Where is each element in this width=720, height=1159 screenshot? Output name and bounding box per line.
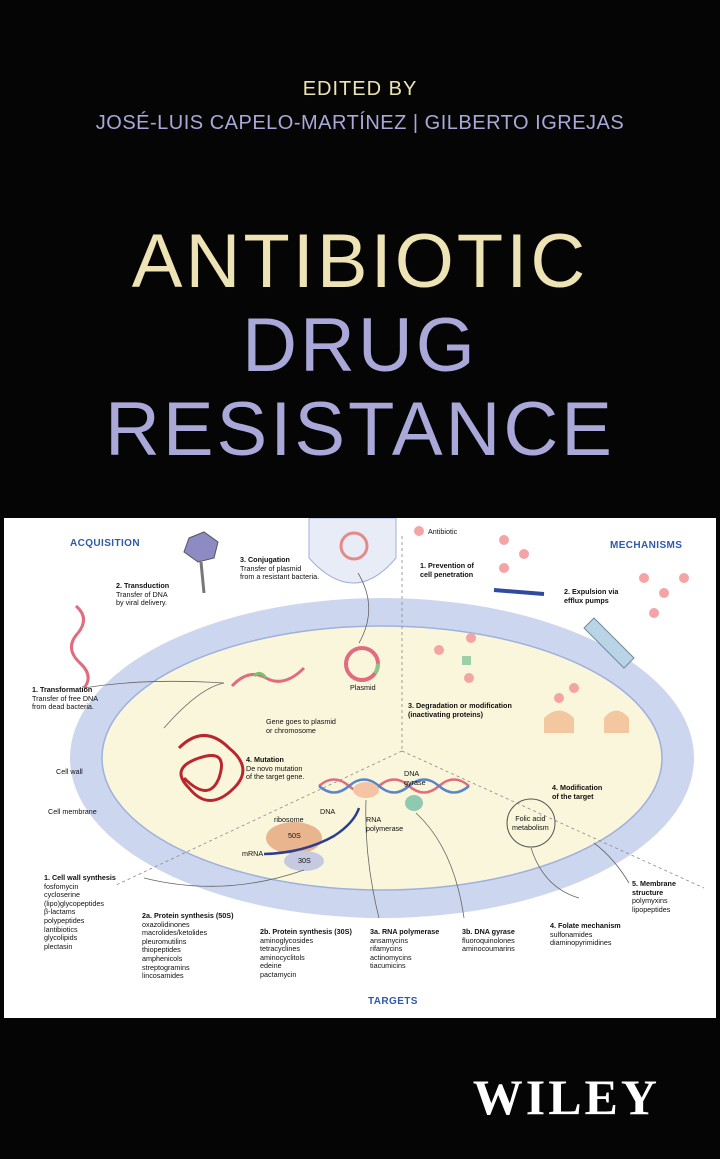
- editors-names: JOSÉ-LUIS CAPELO-MARTÍNEZ | GILBERTO IGR…: [95, 112, 625, 134]
- free-dna-icon: [70, 604, 90, 689]
- donor-plasmid: [339, 531, 369, 561]
- gene-note-label: Gene goes to plasmid or chromosome: [266, 717, 336, 735]
- antibiotic-dot: [499, 535, 509, 545]
- divider-line: [113, 750, 403, 887]
- target-modification-icon: [544, 710, 574, 733]
- mechanisms-header: MECHANISMS: [610, 540, 683, 551]
- cell-membrane-label: Cell membrane: [48, 807, 97, 816]
- divider-line: [401, 750, 705, 889]
- dna-helix: [318, 778, 470, 794]
- rna-polymerase-label: RNA polymerase: [366, 815, 404, 833]
- edited-by-label: EDITED BY: [302, 78, 418, 100]
- title-line-1: ANTIBIOTIC: [131, 219, 589, 304]
- expulsion-label: 2. Expulsion via efflux pumps: [564, 587, 619, 605]
- target-protein-30s: 2b. Protein synthesis (30S)aminoglycosid…: [260, 927, 352, 979]
- dna-label: DNA: [320, 807, 336, 816]
- bacterium-illustration: [70, 518, 705, 919]
- membrane-block: [493, 588, 545, 596]
- antibiotic-legend: Antibiotic: [428, 527, 458, 536]
- mrna-label: mRNA: [242, 849, 264, 858]
- donor-bacterium: [308, 518, 397, 584]
- dna-gyrase-label: DNA gyrase: [404, 769, 426, 787]
- plasmid-label: Plasmid: [350, 683, 376, 692]
- target-protein-50s: 2a. Protein synthesis (50S)oxazolidinone…: [142, 911, 234, 981]
- prevention-label: 1. Prevention of cell penetration: [420, 561, 474, 579]
- cell-wall-label: Cell wall: [56, 767, 83, 776]
- modification-label: 4. Modification of the target: [552, 783, 603, 801]
- chromosome-tangle: [177, 734, 245, 802]
- title-line-3: RESISTANCE: [104, 387, 615, 472]
- acquisition-header: ACQUISITION: [70, 538, 140, 549]
- folic-acid-label: Folic acid metabolism: [512, 814, 549, 832]
- illustration-panel: ACQUISITION MECHANISMS TARGETS Antibioti…: [4, 518, 716, 1018]
- ribosome-label: ribosome: [274, 815, 304, 824]
- degradation-label: 3. Degradation or modification (inactiva…: [408, 701, 512, 719]
- phage-icon: [183, 531, 219, 563]
- cytoplasm-shape: [101, 625, 663, 891]
- mrna-strand: [263, 807, 361, 856]
- title-line-2: DRUG: [242, 303, 478, 388]
- ribosome-30s-label: 30S: [298, 856, 311, 865]
- targets-header: TARGETS: [368, 996, 418, 1007]
- efflux-pump-icon: [583, 617, 635, 669]
- dna-gyrase-icon: [405, 795, 423, 811]
- folic-acid-cycle: [506, 798, 556, 848]
- degradation-icon: [434, 645, 444, 655]
- publisher-logo: WILEY: [472, 1069, 660, 1125]
- rna-polymerase-icon: [353, 782, 379, 798]
- ribosome-50s-label: 50S: [288, 831, 301, 840]
